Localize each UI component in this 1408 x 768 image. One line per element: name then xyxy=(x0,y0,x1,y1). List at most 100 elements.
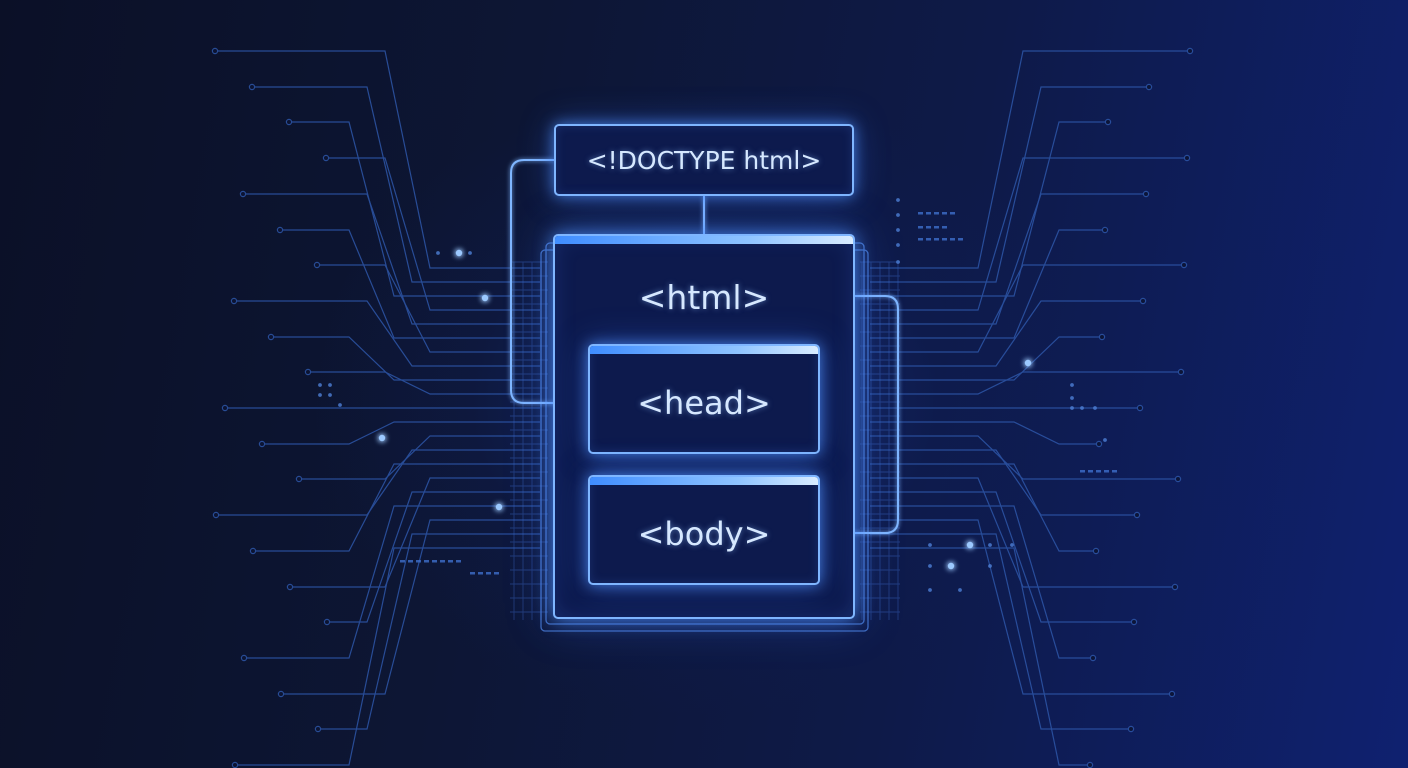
trace-terminal xyxy=(323,618,331,626)
trace-terminal xyxy=(221,404,229,412)
small-dot xyxy=(1070,406,1074,410)
circuit-trace xyxy=(216,449,540,516)
circuit-trace xyxy=(870,519,1172,695)
circuit-trace xyxy=(289,121,540,297)
small-dot xyxy=(958,588,962,592)
dash-mark xyxy=(424,560,429,563)
dash-mark xyxy=(934,212,939,215)
small-dot xyxy=(896,213,900,217)
glow-dot xyxy=(378,434,386,442)
trace-terminal xyxy=(286,583,294,591)
dash-mark xyxy=(494,572,499,575)
circuit-trace xyxy=(252,86,540,283)
small-dot xyxy=(1103,438,1107,442)
dash-mark xyxy=(1088,470,1093,473)
dash-mark xyxy=(934,226,939,229)
trace-terminal xyxy=(1186,47,1194,55)
dash-mark xyxy=(926,226,931,229)
circuit-trace xyxy=(234,300,540,367)
small-dot xyxy=(1070,396,1074,400)
trace-terminal xyxy=(211,47,219,55)
dash-mark xyxy=(448,560,453,563)
trace-terminal xyxy=(248,83,256,91)
circuit-trace xyxy=(308,371,540,395)
trace-terminal xyxy=(295,475,303,483)
dash-mark xyxy=(470,572,475,575)
glow-dots xyxy=(318,198,1117,592)
trace-terminal xyxy=(1171,583,1179,591)
circuit-trace xyxy=(870,477,1175,588)
circuit-trace xyxy=(290,477,540,588)
circuit-trace xyxy=(271,336,540,381)
dash-mark xyxy=(1096,470,1101,473)
dash-mark xyxy=(1080,470,1085,473)
small-dot xyxy=(328,393,332,397)
dash-mark xyxy=(950,238,955,241)
small-dot xyxy=(318,383,322,387)
dash-mark xyxy=(918,212,923,215)
circuit-trace xyxy=(326,157,540,311)
trace-terminal xyxy=(1133,511,1141,519)
circuit-trace xyxy=(870,463,1096,552)
dash-mark xyxy=(486,572,491,575)
trace-terminal xyxy=(1177,368,1185,376)
glow-dot xyxy=(481,294,489,302)
trace-terminal xyxy=(1104,118,1112,126)
circuit-trace xyxy=(870,264,1184,353)
small-dot xyxy=(1093,406,1097,410)
trace-terminal xyxy=(231,761,239,768)
trace-terminal xyxy=(313,261,321,269)
circuit-trace xyxy=(870,547,1090,766)
trace-terminal xyxy=(277,690,285,698)
circuit-trace xyxy=(317,264,540,353)
circuit-trace xyxy=(318,533,540,730)
circuit-trace xyxy=(870,86,1149,283)
html-label: <html> xyxy=(638,278,770,317)
circuit-trace xyxy=(870,300,1143,367)
dash-mark xyxy=(958,238,963,241)
small-dot xyxy=(328,383,332,387)
body-node-header-bar xyxy=(590,477,818,485)
small-dot xyxy=(988,564,992,568)
circuit-trace xyxy=(870,421,1099,445)
trace-terminal xyxy=(212,511,220,519)
trace-terminal xyxy=(267,333,275,341)
glow-dot xyxy=(455,249,463,257)
trace-terminal xyxy=(322,154,330,162)
trace-terminal xyxy=(1127,725,1135,733)
trace-terminal xyxy=(1086,761,1094,768)
trace-terminal xyxy=(258,440,266,448)
trace-terminal xyxy=(1089,654,1097,662)
trace-terminal xyxy=(1145,83,1153,91)
circuit-trace xyxy=(870,505,1093,659)
dash-mark xyxy=(942,212,947,215)
dash-mark xyxy=(408,560,413,563)
body-node: <body> xyxy=(588,475,820,585)
circuit-trace xyxy=(327,491,540,623)
dash-mark xyxy=(950,212,955,215)
doctype-label: <!DOCTYPE html> xyxy=(586,145,822,175)
trace-terminal xyxy=(1095,440,1103,448)
trace-terminal xyxy=(1101,226,1109,234)
dash-mark xyxy=(440,560,445,563)
trace-terminal xyxy=(1139,297,1147,305)
circuit-trace xyxy=(870,193,1146,325)
dash-mark xyxy=(926,238,931,241)
dash-mark xyxy=(934,238,939,241)
glow-dot xyxy=(966,541,974,549)
small-dot xyxy=(928,564,932,568)
dash-mark xyxy=(478,572,483,575)
dash-mark xyxy=(926,212,931,215)
dash-mark xyxy=(918,238,923,241)
small-dot xyxy=(1080,406,1084,410)
circuit-trace xyxy=(870,157,1187,311)
trace-terminal xyxy=(1098,333,1106,341)
trace-terminal xyxy=(276,226,284,234)
circuit-trace xyxy=(870,491,1134,623)
glow-dot xyxy=(947,562,955,570)
circuit-trace xyxy=(244,505,540,659)
circuit-trace xyxy=(262,421,540,445)
head-label: <head> xyxy=(637,384,771,422)
small-dot xyxy=(928,588,932,592)
